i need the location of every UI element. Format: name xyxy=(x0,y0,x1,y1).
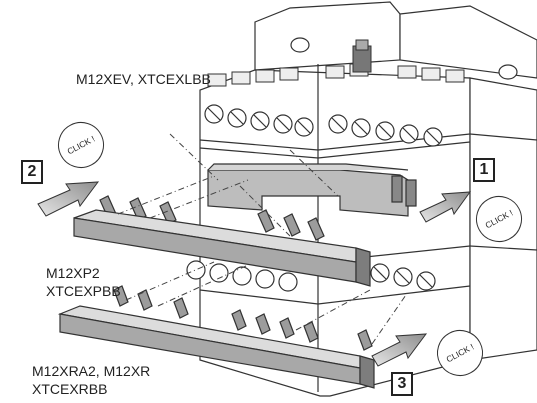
push-arrow-bottom-icon xyxy=(371,333,428,367)
middle-bridge-label-line2: XTCEXPBB xyxy=(46,283,121,299)
push-arrow-right-icon xyxy=(419,191,472,223)
middle-bridge-label-line1: M12XP2 xyxy=(46,265,100,281)
top-bridge xyxy=(207,163,417,217)
upper-screw-terminals xyxy=(204,104,443,147)
guide-lines xyxy=(117,133,409,345)
lower-screw-terminals xyxy=(186,260,436,292)
step-number-3: 3 xyxy=(391,372,413,396)
step-number-2: 2 xyxy=(21,160,43,184)
top-bridge-label: M12XEV, XTCEXLBB xyxy=(76,71,211,87)
lower-bridge-label-line1: M12XRA2, M12XR xyxy=(32,363,151,379)
auxiliary-switch xyxy=(352,39,372,73)
push-arrow-left-icon xyxy=(37,181,100,217)
step-number-1: 1 xyxy=(473,158,495,182)
lower-bridge xyxy=(57,285,375,389)
lower-bridge-label-line2: XTCEXRBB xyxy=(32,381,108,397)
middle-bridge xyxy=(73,195,371,287)
